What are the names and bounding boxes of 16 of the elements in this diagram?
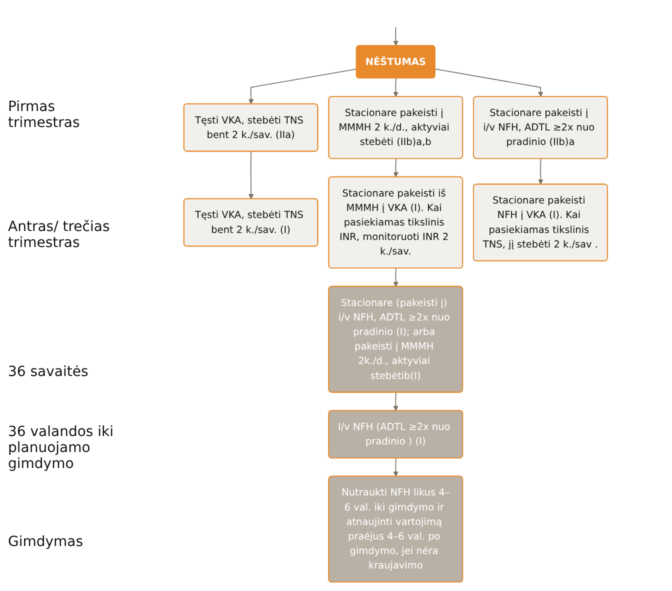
row-label: Antras/ trečias trimestras [8, 219, 111, 251]
arrow [393, 268, 399, 287]
arrow [393, 78, 399, 98]
flowchart: NĖŠTUMAS Tęsti VKA, stebėti TNS bent 2 k./sav. (IIa) Stacionare pakeisti į MMMH 2 k./d., aktyviai stebėti (IIb)a,b Stacionare pakeisti į i/v NFH, ADTL ≥2x nuo pradinio (IIb)a Tęsti VKA, stebėti TNS bent 2 k./sav. (I) Stacionare pakeisti iš MMMH į VKA (I). Kai pasiekiamas tikslinis INR, monitoruoti INR 2 k./sav. Stacionare pakeisti NFH į VKA (I). Kai pasiekiamas tikslinis TNS, jį stebėti 2 k./sav . Stacionare (pakeisti į) i/v NFH, ADTL ≥2x nuo pradinio (I); arba pakeisti į MMMH 2k./d., aktyviai stebėtib(I) I/v NFH (ADTL ≥2x nuo pradinio ) (I) Nutraukti NFH likus 4–6 val. iki gimdymo ir atnaujinti vartojimą praėjus 4–6 val. po gimdymo, jei nėra kraujavimo [179, 4, 613, 587]
arrow [435, 68, 544, 98]
arrow [393, 158, 399, 178]
arrow [393, 392, 399, 412]
row-label: 36 valandos iki planuojamo gimdymo [8, 424, 115, 472]
arrow [538, 158, 544, 185]
arrow [248, 151, 254, 200]
arrow [393, 26, 399, 46]
row-label: Gimdymas [8, 534, 84, 550]
arrow [393, 458, 399, 477]
row-label: 36 savaitės [8, 364, 90, 380]
arrow [248, 68, 358, 104]
row-label: Pirmas trimestras [8, 99, 81, 131]
